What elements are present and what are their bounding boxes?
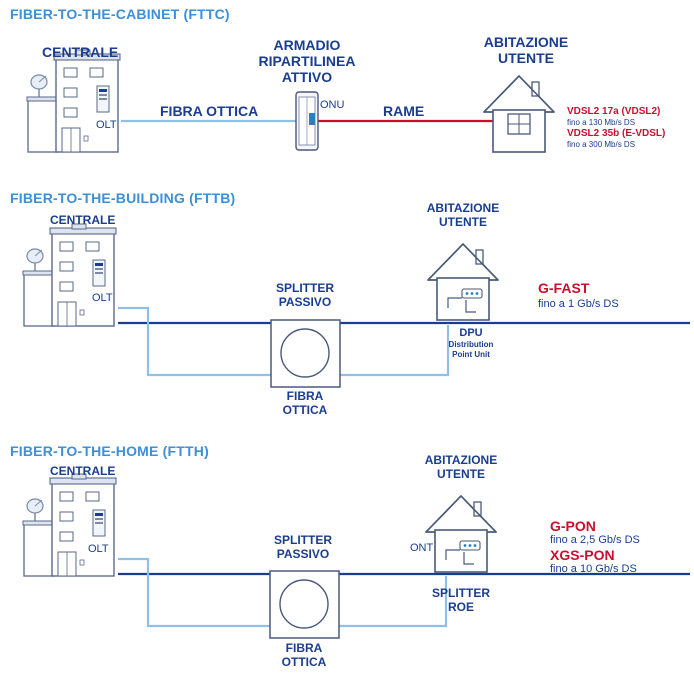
ftth-fiber-loop: [118, 557, 448, 628]
fttc-tech2-speed: fino a 300 Mb/s DS: [567, 140, 636, 149]
ftth-roe-label-line1: SPLITTER: [431, 586, 490, 600]
fttb-fiber-label-line1: FIBRA: [286, 389, 324, 403]
fttb-dpu-icon: [447, 288, 483, 313]
fttb-olt-label: OLT: [92, 292, 113, 304]
ftth-roe-label: SPLITTER ROE: [426, 586, 496, 614]
fttb-splitter-circle: [280, 328, 330, 378]
fttc-section-title: FIBER-TO-THE-CABINET (FTTC): [10, 6, 230, 22]
ftth-tech2-speed: fino a 10 Gb/s DS: [550, 563, 637, 575]
fttb-home-label-line1: ABITAZIONE: [426, 201, 500, 215]
ftth-tech1-speed: fino a 2,5 Gb/s DS: [550, 534, 640, 546]
fttb-central-label: CENTRALE: [50, 213, 116, 227]
fttc-cabinet-label-line3: ATTIVO: [281, 69, 333, 85]
ftth-fiber-label: FIBRA OTTICA: [269, 641, 339, 669]
ftth-olt-label: OLT: [88, 543, 109, 555]
fttc-cabinet-label-line2: RIPARTILINEA: [258, 53, 356, 69]
fttc-central-label: CENTRALE: [42, 44, 119, 60]
fttc-onu-label: ONU: [320, 99, 345, 111]
ftth-splitter-label: SPLITTER PASSIVO: [260, 533, 346, 561]
fttc-olt-label: OLT: [96, 119, 117, 131]
fttb-splitter-label-line2: PASSIVO: [278, 295, 332, 309]
fttb-home-label: ABITAZIONE UTENTE: [420, 201, 506, 229]
ftth-fiber-label-line1: FIBRA: [285, 641, 323, 655]
fttc-home-label: ABITAZIONE UTENTE: [466, 34, 586, 66]
fttc-home-label-line1: ABITAZIONE: [483, 34, 569, 50]
fttb-tech-name: G-FAST: [538, 280, 590, 296]
ftth-fiber-label-line2: OTTICA: [281, 655, 327, 669]
ftth-central-label: CENTRALE: [50, 464, 116, 478]
fttb-splitter-label-line1: SPLITTER: [275, 281, 334, 295]
ftth-roe-label-line2: ROE: [447, 600, 474, 614]
ftth-ont-label: ONT: [410, 542, 434, 554]
fttc-tech1-name: VDSL2 17a (VDSL2): [567, 106, 661, 117]
fttb-dpu-desc-line1: Distribution: [448, 340, 494, 349]
ftth-tech2-name: XGS-PON: [550, 547, 615, 563]
fttb-tech-speed: fino a 1 Gb/s DS: [538, 298, 619, 310]
fttb-section-title: FIBER-TO-THE-BUILDING (FTTB): [10, 190, 236, 206]
fttb-splitter-label: SPLITTER PASSIVO: [262, 281, 348, 309]
ftth-tech1-name: G-PON: [550, 518, 596, 534]
fttc-cabinet-label-line1: ARMADIO: [273, 37, 341, 53]
fttc-copper-label: RAME: [383, 103, 425, 119]
fttc-fiber-label: FIBRA OTTICA: [160, 103, 259, 119]
fttc-tech1-speed: fino a 130 Mb/s DS: [567, 118, 636, 127]
ftth-splitter-circle: [279, 579, 329, 629]
fttc-house-window-icon: [507, 113, 531, 135]
fttb-fiber-loop: [118, 306, 450, 377]
ftth-section-title: FIBER-TO-THE-HOME (FTTH): [10, 443, 209, 459]
fttb-dpu-desc: Distribution Point Unit: [433, 340, 509, 360]
fttb-home-label-line2: UTENTE: [439, 215, 487, 229]
fttb-fiber-label: FIBRA OTTICA: [270, 389, 340, 417]
ftth-splitter-label-line1: SPLITTER: [273, 533, 332, 547]
ftth-home-label-line1: ABITAZIONE: [424, 453, 498, 467]
fttb-fiber-label-line2: OTTICA: [282, 403, 328, 417]
fttb-dpu-label: DPU: [459, 327, 483, 339]
ftth-ont-icon: [445, 540, 481, 565]
fttc-cabinet-icon: [295, 91, 319, 151]
fttc-tech2-name: VDSL2 35b (E-VDSL): [567, 128, 666, 139]
fttc-home-label-line2: UTENTE: [498, 50, 554, 66]
fttc-cabinet-label: ARMADIO RIPARTILINEA ATTIVO: [254, 37, 360, 85]
fttb-dpu-desc-line2: Point Unit: [452, 350, 490, 359]
ftth-home-label: ABITAZIONE UTENTE: [418, 453, 504, 481]
ftth-home-label-line2: UTENTE: [437, 467, 485, 481]
ftth-splitter-label-line2: PASSIVO: [276, 547, 330, 561]
